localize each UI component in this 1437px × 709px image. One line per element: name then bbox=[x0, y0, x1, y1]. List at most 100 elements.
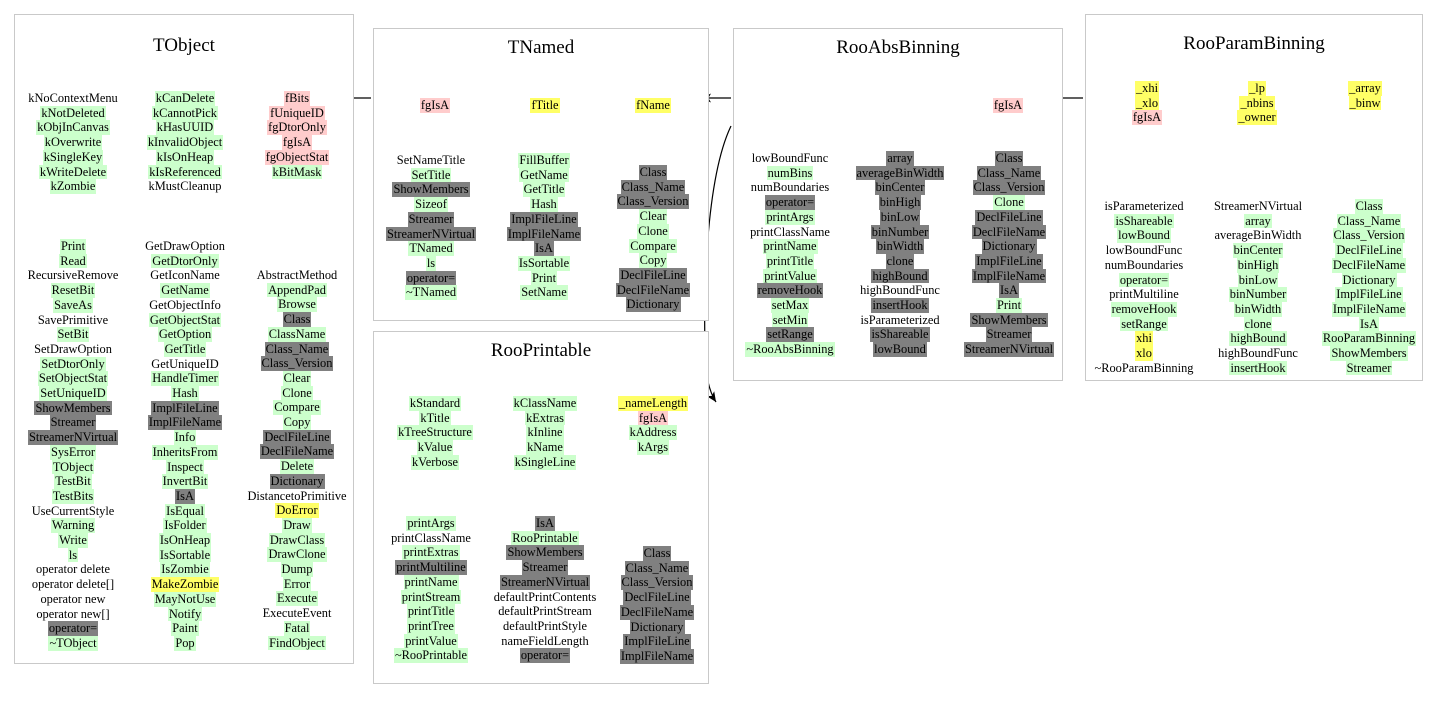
member-entry[interactable]: Class_Name bbox=[598, 179, 708, 195]
member-entry[interactable]: kExtras bbox=[490, 410, 600, 426]
member-entry[interactable]: highBoundFunc bbox=[844, 283, 956, 298]
member-entry[interactable]: Dictionary bbox=[241, 473, 353, 489]
member-entry[interactable]: IsA bbox=[484, 516, 606, 531]
member-entry[interactable]: ExecuteEvent bbox=[241, 606, 353, 621]
member-entry[interactable]: IsA bbox=[1314, 316, 1424, 332]
member-entry[interactable]: binHigh bbox=[1200, 257, 1316, 273]
member-entry[interactable]: lowBoundFunc bbox=[1086, 243, 1202, 258]
member-entry[interactable]: TestBit bbox=[17, 474, 129, 489]
member-entry[interactable]: Class_Name bbox=[241, 341, 353, 357]
member-entry[interactable]: ~RooParamBinning bbox=[1086, 361, 1202, 376]
member-entry[interactable]: SetDrawOption bbox=[17, 342, 129, 357]
member-entry[interactable]: operator= bbox=[734, 195, 846, 210]
member-entry[interactable]: Class bbox=[241, 312, 353, 327]
member-entry[interactable]: Class bbox=[1314, 199, 1424, 214]
member-entry[interactable]: Clear bbox=[598, 209, 708, 224]
member-entry[interactable]: Error bbox=[241, 576, 353, 592]
member-entry[interactable]: RooPrintable bbox=[484, 530, 606, 546]
member-entry[interactable]: binWidth bbox=[844, 239, 956, 254]
member-entry[interactable]: FindObject bbox=[241, 635, 353, 651]
member-entry[interactable]: isShareable bbox=[844, 327, 956, 343]
member-entry[interactable]: ~RooAbsBinning bbox=[734, 342, 846, 357]
member-entry[interactable]: kValue bbox=[380, 440, 490, 455]
member-entry[interactable]: Draw bbox=[241, 517, 353, 533]
member-entry[interactable]: ImplFileName bbox=[954, 268, 1064, 284]
member-entry[interactable]: removeHook bbox=[1086, 301, 1202, 317]
member-entry[interactable]: nameFieldLength bbox=[484, 634, 606, 649]
member-entry[interactable]: SetDtorOnly bbox=[17, 356, 129, 372]
member-entry[interactable]: Dump bbox=[241, 562, 353, 577]
member-entry[interactable]: ShowMembers bbox=[1314, 346, 1424, 361]
member-entry[interactable]: Class_Name bbox=[1314, 213, 1424, 229]
member-entry[interactable]: kCanDelete bbox=[129, 91, 241, 106]
member-entry[interactable]: fgIsA bbox=[956, 98, 1060, 113]
member-entry[interactable]: DrawClass bbox=[241, 532, 353, 548]
member-entry[interactable]: kBitMask bbox=[245, 164, 349, 180]
member-entry[interactable]: array bbox=[1200, 213, 1316, 229]
member-entry[interactable]: Dictionary bbox=[604, 619, 710, 635]
member-entry[interactable]: kName bbox=[490, 440, 600, 455]
member-entry[interactable]: ImplFileLine bbox=[954, 253, 1064, 269]
member-entry[interactable]: DeclFileName bbox=[598, 282, 708, 298]
member-entry[interactable]: kStandard bbox=[380, 396, 490, 411]
member-entry[interactable]: Inspect bbox=[129, 459, 241, 475]
member-entry[interactable]: InheritsFrom bbox=[129, 444, 241, 460]
member-entry[interactable]: ResetBit bbox=[17, 283, 129, 298]
member-entry[interactable]: _binw bbox=[1312, 95, 1418, 111]
member-entry[interactable]: clone bbox=[844, 253, 956, 269]
member-entry[interactable]: binNumber bbox=[844, 224, 956, 240]
member-entry[interactable]: DrawClone bbox=[241, 547, 353, 563]
member-entry[interactable]: printArgs bbox=[734, 209, 846, 225]
member-entry[interactable]: DeclFileName bbox=[1314, 257, 1424, 273]
member-entry[interactable]: kTitle bbox=[380, 410, 490, 426]
member-entry[interactable]: printMultiline bbox=[374, 560, 488, 575]
member-entry[interactable]: Print bbox=[488, 270, 600, 286]
member-entry[interactable]: kInline bbox=[490, 425, 600, 441]
member-entry[interactable]: fgIsA bbox=[1092, 110, 1202, 126]
member-entry[interactable]: array bbox=[844, 151, 956, 166]
member-entry[interactable]: IsOnHeap bbox=[129, 533, 241, 548]
member-entry[interactable]: Paint bbox=[129, 621, 241, 636]
member-entry[interactable]: Dictionary bbox=[1314, 272, 1424, 288]
member-entry[interactable]: kSingleLine bbox=[490, 454, 600, 470]
member-entry[interactable]: DeclFileLine bbox=[1314, 243, 1424, 258]
member-entry[interactable]: operator= bbox=[374, 270, 488, 286]
member-entry[interactable]: SetObjectStat bbox=[17, 371, 129, 387]
member-entry[interactable]: printName bbox=[374, 574, 488, 590]
member-entry[interactable]: ImplFileLine bbox=[488, 211, 600, 227]
member-entry[interactable]: _xhi bbox=[1092, 81, 1202, 96]
member-entry[interactable]: RooParamBinning bbox=[1314, 331, 1424, 347]
member-entry[interactable]: ls bbox=[17, 547, 129, 563]
member-entry[interactable]: binLow bbox=[1200, 272, 1316, 288]
member-entry[interactable]: GetName bbox=[488, 167, 600, 183]
member-entry[interactable]: insertHook bbox=[844, 298, 956, 313]
member-entry[interactable]: printTree bbox=[374, 618, 488, 634]
member-entry[interactable]: operator= bbox=[17, 621, 129, 636]
member-entry[interactable]: Streamer bbox=[1314, 360, 1424, 376]
member-entry[interactable]: GetOption bbox=[129, 327, 241, 342]
member-entry[interactable]: Class_Name bbox=[604, 560, 710, 576]
member-entry[interactable]: isParameterized bbox=[844, 313, 956, 328]
member-entry[interactable]: GetDrawOption bbox=[129, 239, 241, 254]
member-entry[interactable]: Compare bbox=[241, 400, 353, 416]
member-entry[interactable]: Streamer bbox=[374, 211, 488, 227]
member-entry[interactable]: Clear bbox=[241, 370, 353, 386]
member-entry[interactable]: defaultPrintStyle bbox=[484, 619, 606, 634]
member-entry[interactable]: Class bbox=[954, 151, 1064, 166]
member-entry[interactable]: kCannotPick bbox=[129, 105, 241, 121]
member-entry[interactable]: kWriteDelete bbox=[17, 164, 129, 180]
member-entry[interactable]: FillBuffer bbox=[488, 153, 600, 168]
member-entry[interactable]: lowBoundFunc bbox=[734, 151, 846, 166]
member-entry[interactable]: Info bbox=[129, 430, 241, 445]
member-entry[interactable]: kTreeStructure bbox=[380, 425, 490, 441]
member-entry[interactable]: defaultPrintStream bbox=[484, 604, 606, 619]
member-entry[interactable]: _nbins bbox=[1202, 95, 1312, 111]
member-entry[interactable]: Class bbox=[604, 546, 710, 561]
member-entry[interactable]: binHigh bbox=[844, 195, 956, 210]
member-entry[interactable]: _owner bbox=[1202, 110, 1312, 126]
member-entry[interactable]: SetNameTitle bbox=[374, 153, 488, 168]
member-entry[interactable]: fgDtorOnly bbox=[245, 120, 349, 136]
